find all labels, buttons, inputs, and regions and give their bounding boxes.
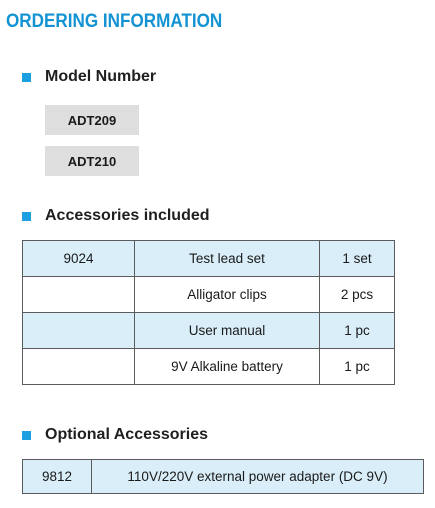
- model-option-adt210: ADT210: [45, 146, 139, 176]
- section-model-number: Model Number: [22, 68, 156, 86]
- bullet-square-icon: [22, 211, 31, 221]
- table-cell-item: User manual: [134, 312, 320, 349]
- table-cell-item: Alligator clips: [134, 276, 320, 313]
- table-cell-item: 110V/220V external power adapter (DC 9V): [91, 459, 424, 494]
- table-cell-item: 9V Alkaline battery: [134, 348, 320, 385]
- bullet-square-icon: [22, 430, 31, 440]
- page-title: ORDERING INFORMATION: [6, 11, 223, 32]
- section-accessories-included: Accessories included: [22, 207, 210, 225]
- section-label: Accessories included: [45, 207, 210, 224]
- table-row: 9812 110V/220V external power adapter (D…: [22, 459, 424, 494]
- optional-accessories-table: 9812 110V/220V external power adapter (D…: [22, 459, 424, 494]
- section-label: Model Number: [45, 68, 157, 85]
- table-cell-code: 9024: [22, 240, 135, 277]
- table-cell-qty: 1 set: [319, 240, 395, 277]
- table-cell-code: [22, 276, 135, 313]
- table-cell-code: [22, 348, 135, 385]
- table-cell-qty: 1 pc: [319, 348, 395, 385]
- accessories-table: 9024 Test lead set 1 set Alligator clips…: [22, 240, 395, 385]
- table-cell-qty: 1 pc: [319, 312, 395, 349]
- table-row: 9024 Test lead set 1 set: [22, 240, 395, 277]
- table-cell-code: 9812: [22, 459, 92, 494]
- table-cell-item: Test lead set: [134, 240, 320, 277]
- section-optional-accessories: Optional Accessories: [22, 426, 208, 444]
- model-option-adt209: ADT209: [45, 105, 139, 135]
- table-row: 9V Alkaline battery 1 pc: [22, 348, 395, 385]
- bullet-square-icon: [22, 72, 31, 82]
- table-row: User manual 1 pc: [22, 312, 395, 349]
- table-row: Alligator clips 2 pcs: [22, 276, 395, 313]
- section-label: Optional Accessories: [45, 426, 209, 443]
- table-cell-qty: 2 pcs: [319, 276, 395, 313]
- table-cell-code: [22, 312, 135, 349]
